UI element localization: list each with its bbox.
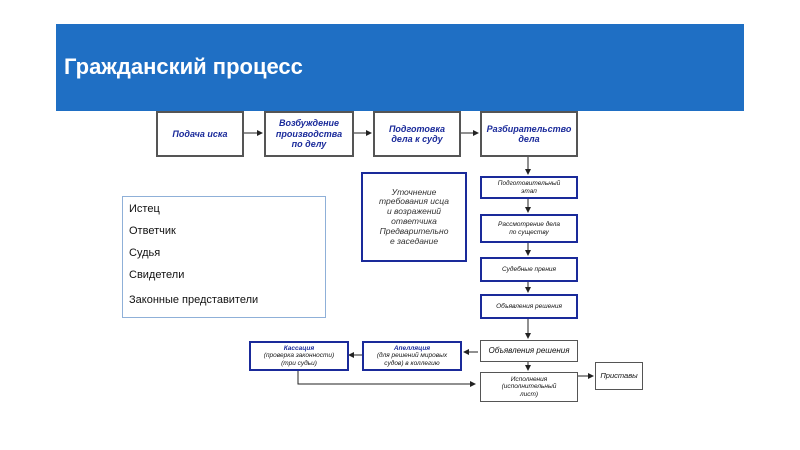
participants-list: Истец Ответчик Судья Свидетели Законные … (122, 196, 326, 318)
stage-execution: Исполнения (исполнительный лист) (480, 372, 578, 402)
step-proceedings-initiation: Возбуждение производства по делу (264, 111, 354, 157)
appeal-box: Апелляция (для решений мировых судов) в … (362, 341, 462, 371)
stage-merits-review: Рассмотрение дела по существу (480, 214, 578, 243)
participant-plaintiff: Истец (129, 203, 160, 215)
bailiffs-box: Приставы (595, 362, 643, 390)
cassation-box: Кассация (проверка законности) (три судь… (249, 341, 349, 371)
participant-legal-representatives: Законные представители (129, 294, 259, 306)
page-title: Гражданский процесс (64, 54, 303, 79)
title-banner: Гражданский процесс (56, 24, 744, 111)
preparation-note: Уточнение требования исца и возражений о… (361, 172, 467, 262)
stage-decision-announcement-2: Объявления решения (480, 340, 578, 362)
participant-judge: Судья (129, 247, 161, 259)
participant-defendant: Ответчик (129, 225, 176, 237)
stage-court-debates: Судебные прения (480, 257, 578, 282)
step-case-preparation: Подготовка дела к суду (373, 111, 461, 157)
arrow-cassation-to-execution (297, 371, 476, 387)
stage-preparatory: Подготовительный этап (480, 176, 578, 199)
step-case-trial: Разбирательство дела (480, 111, 578, 157)
participant-witnesses: Свидетели (129, 269, 185, 281)
stage-decision-announcement: Объявления решения (480, 294, 578, 319)
step-claim-filing: Подача иска (156, 111, 244, 157)
